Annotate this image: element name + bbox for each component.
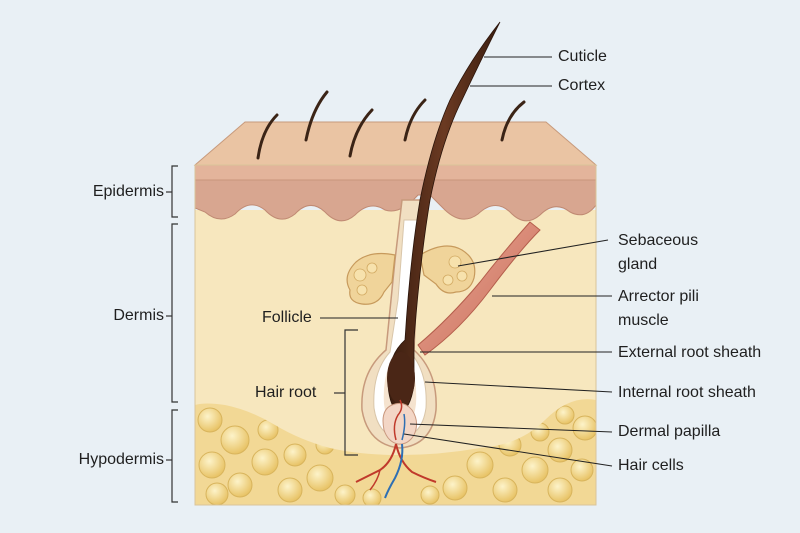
label-follicle: Follicle xyxy=(262,309,312,326)
fat-cells xyxy=(197,405,596,505)
label-cortex: Cortex xyxy=(558,77,606,94)
label-sebaceous-line2: gland xyxy=(618,256,658,273)
label-external-root-sheath: External root sheath xyxy=(618,344,762,361)
dermal-papilla xyxy=(382,399,418,445)
label-arrector-line2: muscle xyxy=(618,312,669,329)
label-sebaceous-gland: Sebaceous gland xyxy=(618,229,698,277)
label-hair-cells: Hair cells xyxy=(618,457,684,474)
label-cuticle: Cuticle xyxy=(558,48,607,65)
label-arrector-pili: Arrector pili muscle xyxy=(618,285,699,333)
blood-vessels xyxy=(355,443,437,499)
label-internal-root-sheath: Internal root sheath xyxy=(618,384,756,401)
hair-root-bracket xyxy=(334,329,358,456)
label-dermis: Dermis xyxy=(113,307,164,324)
skin-top-surface xyxy=(193,121,598,166)
label-arrector-line1: Arrector pili xyxy=(618,288,699,305)
arrector-pili-muscle xyxy=(417,221,541,356)
label-dermal-papilla: Dermal papilla xyxy=(618,423,721,440)
surface-hairs xyxy=(256,90,526,160)
layer-brackets xyxy=(166,165,178,503)
label-epidermis: Epidermis xyxy=(92,183,164,200)
label-hypodermis: Hypodermis xyxy=(78,451,164,468)
label-hair-root: Hair root xyxy=(255,384,317,401)
leader-lines xyxy=(320,56,613,467)
label-sebaceous-line1: Sebaceous xyxy=(618,232,699,249)
